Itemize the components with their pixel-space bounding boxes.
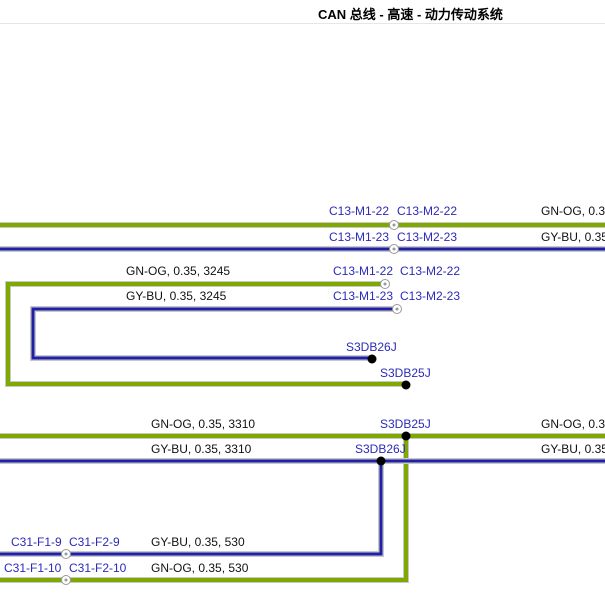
connector-label[interactable]: C13-M2-22 (400, 264, 460, 278)
connector-symbol[interactable] (389, 220, 399, 230)
wire-label: GY-BU, 0.35, 3245 (126, 289, 227, 303)
connector-label[interactable]: C13-M2-23 (397, 230, 457, 244)
connector-symbol[interactable] (392, 304, 402, 314)
wire-gy-bu-530[interactable] (0, 461, 384, 557)
connector-label[interactable]: C13-M2-22 (397, 204, 457, 218)
wire-label: GN-OG, 0.35, 3310 (151, 417, 255, 431)
connector-symbol[interactable] (61, 549, 71, 559)
wire-label: GN-OG, 0.35, 3245 (126, 264, 230, 278)
diagram-title: CAN 总线 - 高速 - 动力传动系统 (318, 7, 503, 22)
connector-label[interactable]: C31-F2-10 (69, 561, 127, 575)
splice-dot[interactable] (401, 431, 411, 441)
title-bar: CAN 总线 - 高速 - 动力传动系统 (0, 0, 605, 24)
wire-label: GY-BU, 0.35, 3310 (151, 442, 252, 456)
wire-label: GN-OG, 0.35, 530 (151, 561, 249, 575)
splice-label[interactable]: S3DB25J (380, 366, 431, 380)
wire-label: GN-OG, 0.35, (541, 204, 605, 218)
wire-gn-og-3245[interactable] (5, 281, 406, 387)
connector-symbol[interactable] (389, 244, 399, 254)
connector-label[interactable]: C13-M1-22 (329, 204, 389, 218)
connector-label[interactable]: C13-M2-23 (400, 289, 460, 303)
connector-symbol[interactable] (380, 279, 390, 289)
splice-label[interactable]: S3DB25J (380, 417, 431, 431)
wire-gy-bu-3245[interactable] (30, 306, 397, 361)
wire-label: GN-OG, 0.35, (541, 417, 605, 431)
connector-label[interactable]: C31-F2-9 (69, 535, 120, 549)
connector-label[interactable]: C31-F1-9 (11, 535, 62, 549)
connector-symbol[interactable] (61, 575, 71, 585)
splice-dot[interactable] (401, 380, 411, 390)
wire-label: GY-BU, 0.35, (541, 442, 605, 456)
wire-label: GY-BU, 0.35, 530 (151, 535, 245, 549)
wire-gn-og-530[interactable] (0, 436, 409, 583)
splice-label[interactable]: S3DB26J (346, 340, 397, 354)
splice-label[interactable]: S3DB26J (355, 442, 406, 456)
wire-label: GY-BU, 0.35, (541, 230, 605, 244)
connector-label[interactable]: C31-F1-10 (4, 561, 62, 575)
splice-dot[interactable] (367, 354, 377, 364)
connector-label[interactable]: C13-M1-23 (329, 230, 389, 244)
splice-dot[interactable] (376, 456, 386, 466)
connector-label[interactable]: C13-M1-22 (333, 264, 393, 278)
connector-label[interactable]: C13-M1-23 (333, 289, 393, 303)
